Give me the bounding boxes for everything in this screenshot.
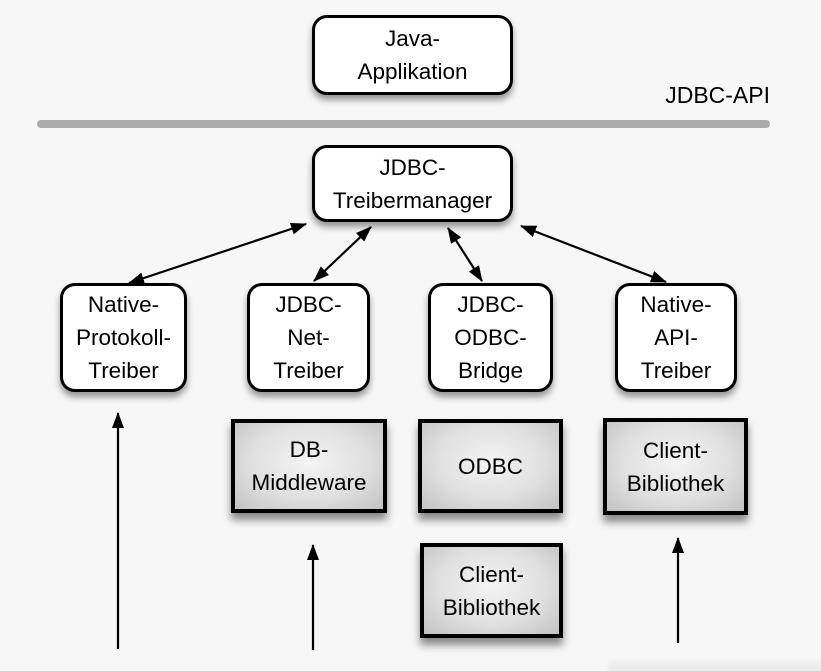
box-odbc: ODBC bbox=[418, 419, 563, 513]
box-label-line: JDBC- bbox=[379, 154, 446, 180]
jdbc-api-label: JDBC-API bbox=[665, 82, 770, 108]
box-label-line: ODBC- bbox=[454, 325, 527, 350]
box-label-line: Treiber bbox=[273, 358, 344, 383]
arrow-treibermanager-native-api bbox=[520, 224, 667, 284]
box-label-line: Client- bbox=[642, 437, 709, 463]
arrow-treibermanager-jdbc-net bbox=[313, 226, 372, 282]
box-label-line: ODBC bbox=[457, 453, 523, 479]
box-label-line: Native- bbox=[87, 292, 160, 317]
box-java-applikation: Java- Applikation bbox=[312, 15, 513, 95]
box-label-line: Applikation bbox=[357, 59, 468, 84]
box-label-line: Java- bbox=[384, 26, 441, 51]
jdbc-api-divider-line bbox=[37, 120, 770, 128]
arrow-treibermanager-native-protokoll bbox=[128, 222, 307, 285]
box-label-line: Treibermanager bbox=[332, 187, 493, 213]
box-label-line: Native- bbox=[640, 292, 712, 317]
box-label-line: Bibliothek bbox=[626, 470, 725, 496]
box-jdbc-odbc-bridge: JDBC- ODBC- Bridge bbox=[428, 283, 553, 392]
box-label-line: API- bbox=[654, 325, 698, 350]
arrow-treibermanager-jdbc-odbc bbox=[447, 227, 483, 282]
box-client-bibliothek-odbc: Client- Bibliothek bbox=[420, 543, 563, 638]
box-db-middleware: DB- Middleware bbox=[231, 419, 387, 513]
box-native-api-treiber: Native- API- Treiber bbox=[615, 283, 737, 392]
box-label-line: Treiber bbox=[640, 358, 712, 383]
box-jdbc-treibermanager: JDBC- Treibermanager bbox=[312, 145, 513, 222]
box-label-line: Net- bbox=[287, 325, 330, 350]
box-label-line: DB- bbox=[289, 437, 329, 462]
box-label-line: Middleware bbox=[251, 470, 367, 495]
box-jdbc-net-treiber: JDBC- Net- Treiber bbox=[247, 283, 370, 392]
box-label-line: Treiber bbox=[88, 358, 159, 383]
box-label-line: Bridge bbox=[457, 358, 524, 383]
box-label-line: Client- bbox=[458, 561, 525, 587]
box-label-line: JDBC- bbox=[457, 292, 524, 317]
box-label-line: JDBC- bbox=[275, 292, 342, 317]
box-client-bibliothek-native: Client- Bibliothek bbox=[603, 418, 748, 515]
box-label-line: Bibliothek bbox=[442, 594, 541, 620]
box-label-line: Protokoll- bbox=[75, 325, 172, 350]
cropped-box-edge bbox=[608, 660, 821, 671]
box-native-protokoll-treiber: Native- Protokoll- Treiber bbox=[60, 283, 187, 392]
